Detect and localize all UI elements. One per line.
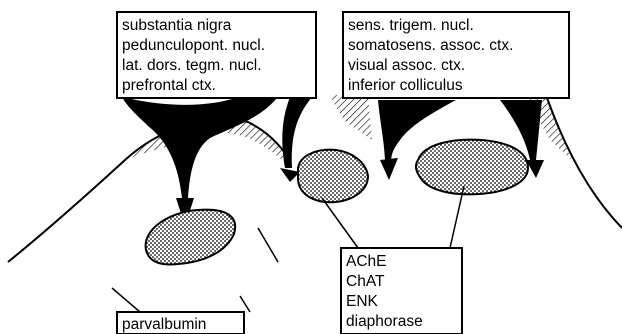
marker-label-box-center: AChE ChAT ENK diaphorase — [341, 248, 462, 334]
marker-label-line: ENK — [346, 293, 379, 310]
leader-line-parvalbumin-c — [240, 296, 250, 312]
afferent-label-line: somatosens. assoc. ctx. — [348, 37, 513, 54]
afferent-arrowhead-right-a — [380, 158, 398, 180]
marker-label-line: ChAT — [346, 273, 385, 290]
stippled-patch-middle — [298, 150, 368, 203]
afferent-label-line: substantia nigra — [122, 17, 232, 34]
leader-line-parvalbumin-b — [258, 228, 278, 262]
stippled-patch-left — [146, 210, 236, 265]
afferent-label-box-left: substantia nigra pedunculopont. nucl. la… — [117, 12, 316, 98]
marker-label-line: parvalbumin — [122, 316, 206, 333]
afferent-label-line: prefrontal ctx. — [122, 77, 216, 94]
afferent-label-line: lat. dors. tegm. nucl. — [122, 57, 262, 74]
marker-label-line: diaphorase — [346, 313, 423, 330]
afferent-label-line: inferior colliculus — [348, 77, 463, 94]
tissue-outline-right — [545, 92, 622, 228]
afferent-label-line: sens. trigem. nucl. — [348, 17, 474, 34]
afferent-label-box-right: sens. trigem. nucl. somatosens. assoc. c… — [343, 12, 569, 98]
hatched-surface-middle — [330, 95, 372, 140]
leader-line-parvalbumin-a — [112, 288, 140, 312]
afferent-label-line: pedunculopont. nucl. — [122, 37, 265, 54]
leader-line-center-left — [322, 198, 358, 248]
leader-line-center-right — [450, 186, 464, 248]
marker-label-box-parvalbumin: parvalbumin — [117, 312, 244, 334]
stippled-patch-right — [416, 140, 528, 195]
marker-label-line: AChE — [346, 253, 387, 270]
afferent-label-line: visual assoc. ctx. — [348, 57, 465, 74]
